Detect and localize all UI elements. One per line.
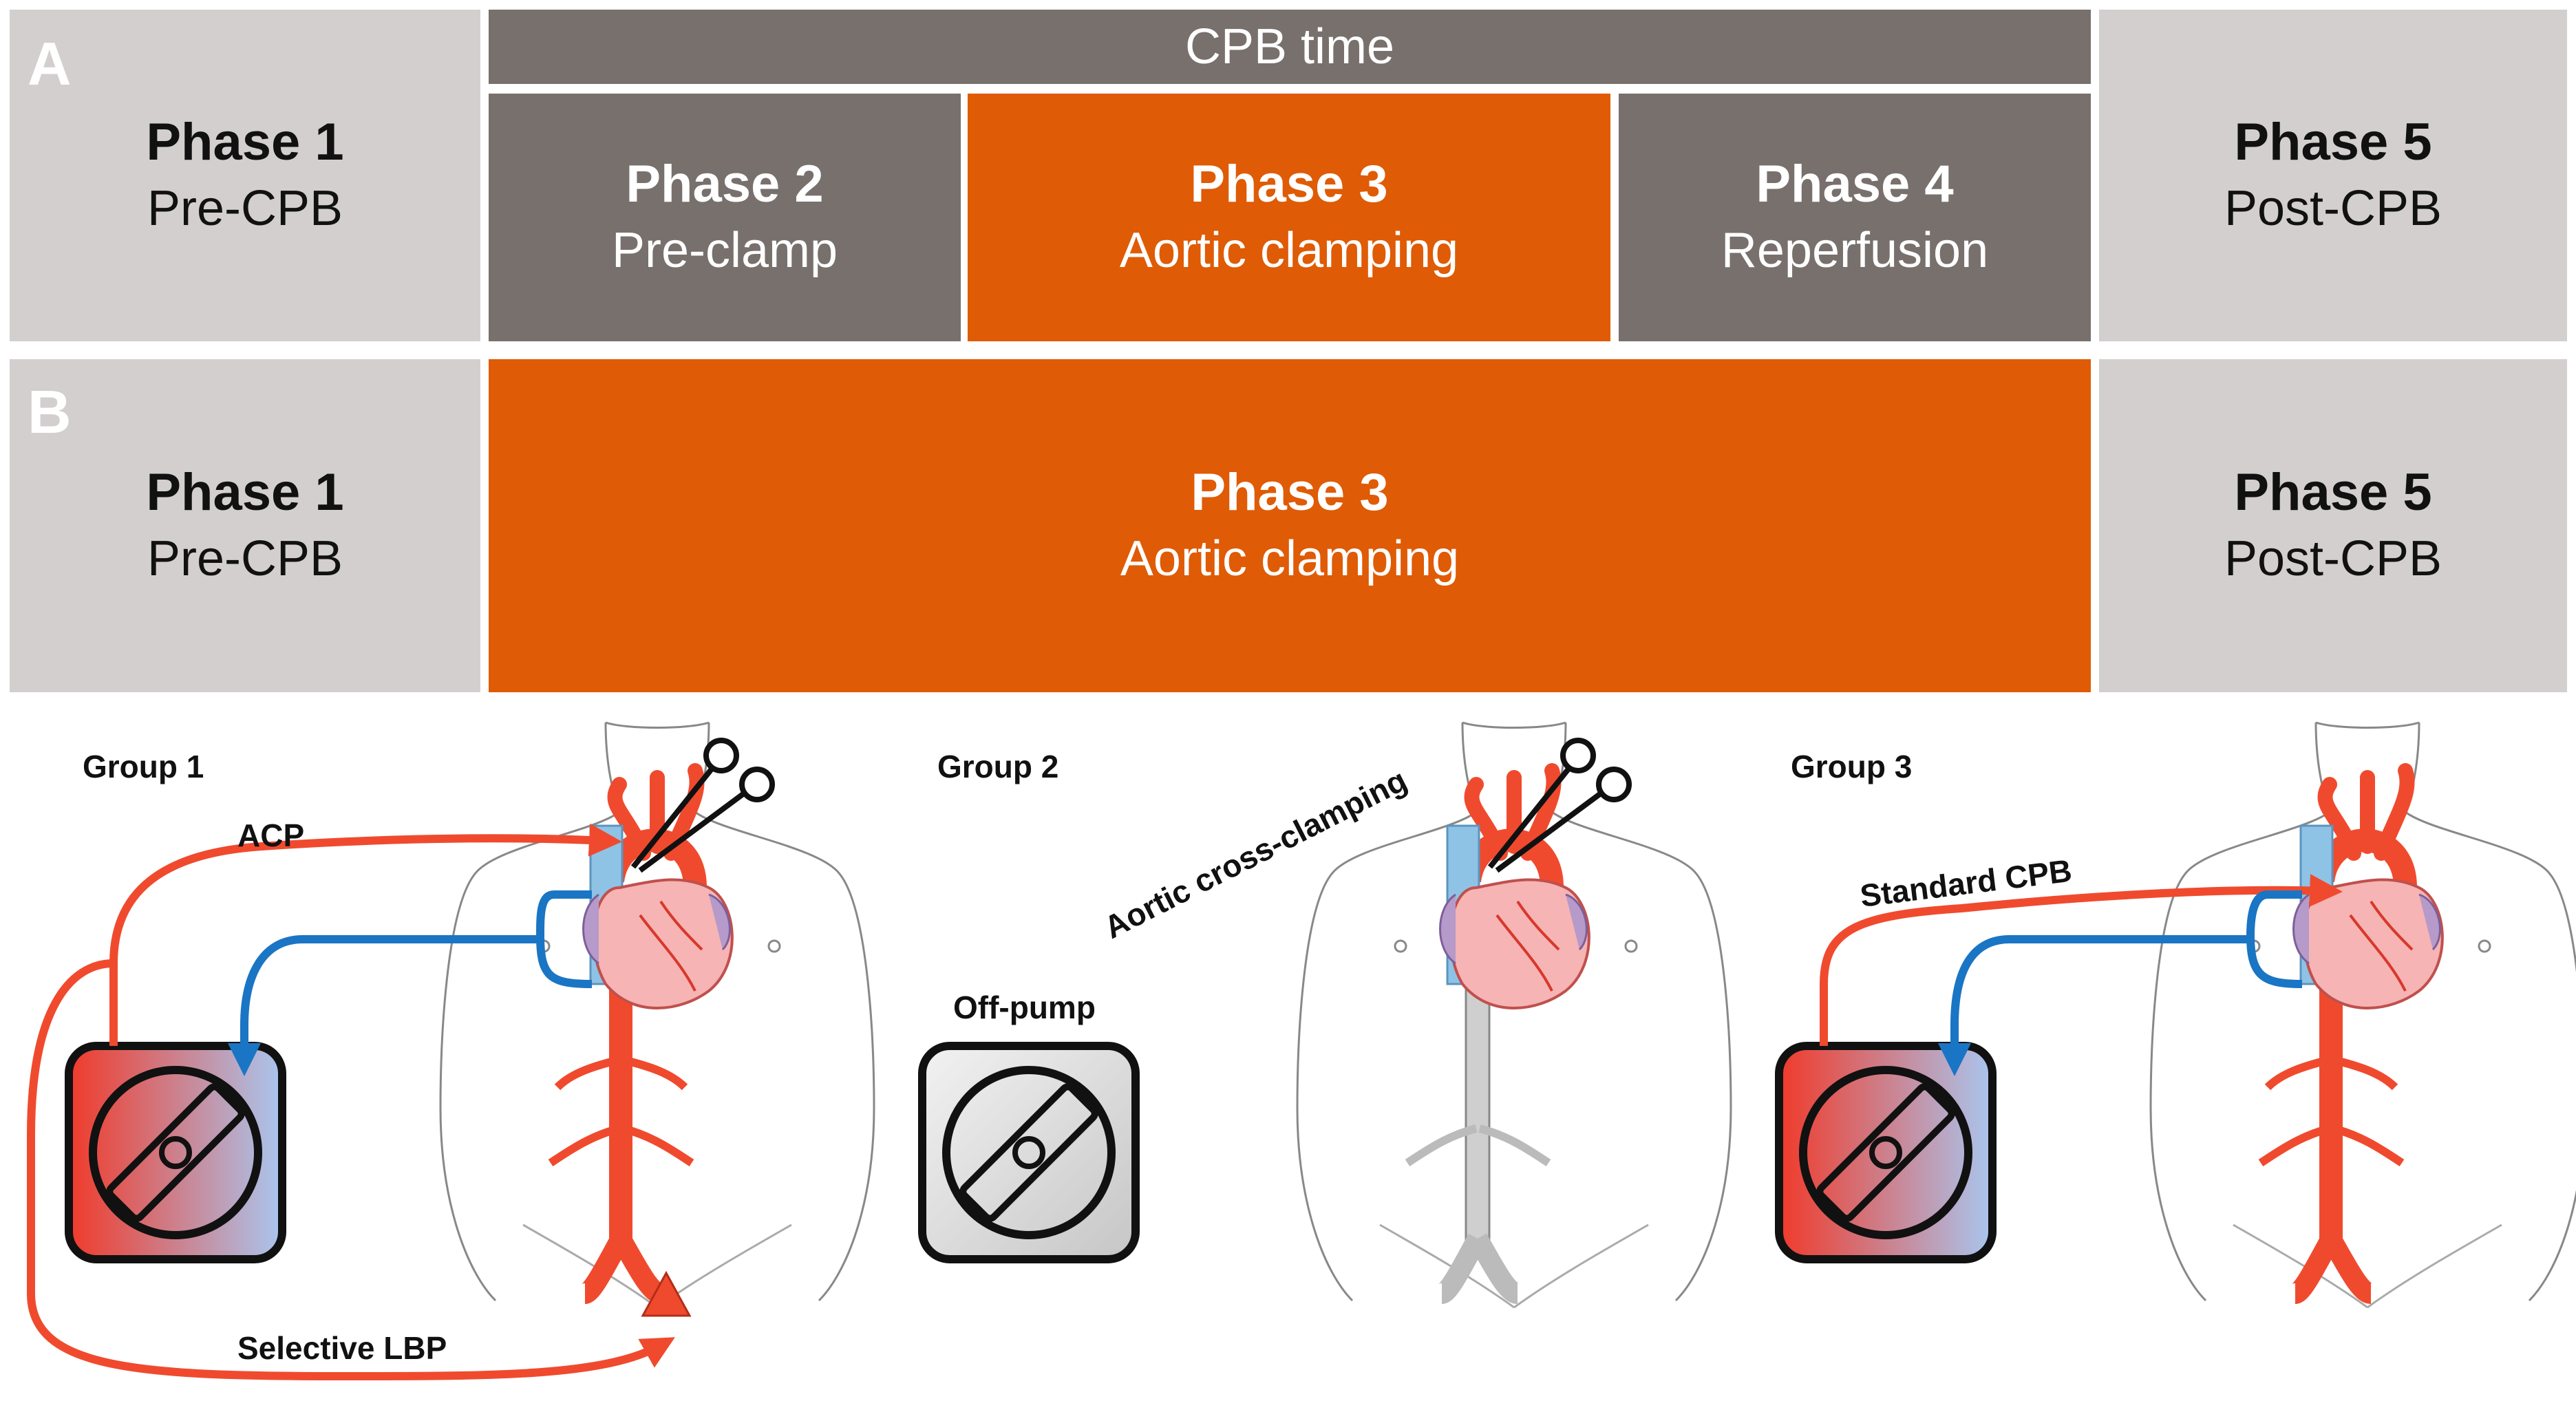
pump-box	[918, 1042, 1140, 1263]
phase-title: Phase 3	[1191, 463, 1389, 522]
group2-pump: Group 2 Off-pump Aortic cross-clamping	[918, 749, 1412, 1263]
phase-subtitle: Aortic clamping	[1120, 531, 1460, 586]
group1-illustration: Group 1 ACP Selective LBP	[27, 721, 875, 1381]
lbp-arrow	[27, 959, 675, 1381]
panel-b-letter: B	[28, 378, 72, 446]
acp-label: ACP	[237, 817, 304, 853]
phase-title: Phase 2	[626, 155, 824, 213]
panel-b-phase1: Phase 1 Pre-CPB	[10, 359, 480, 692]
phase-title: Phase 4	[1756, 155, 1954, 213]
panel-a-phase1: Phase 1 Pre-CPB	[10, 10, 480, 341]
phase-title: Phase 3	[1190, 155, 1388, 213]
phase-subtitle: Post-CPB	[2224, 531, 2442, 586]
phase-title: Phase 1	[146, 113, 344, 171]
venous-arrow	[244, 890, 593, 1060]
pump-box	[65, 1042, 286, 1263]
group1-label: Group 1	[83, 749, 204, 784]
pump-box	[1775, 1042, 1997, 1263]
cpb-arrow	[1820, 874, 2343, 1046]
phase-title: Phase 5	[2234, 113, 2432, 171]
cpb-time-bar: CPB time	[489, 10, 2091, 84]
phase-title: Phase 1	[146, 463, 344, 522]
offpump-label: Off-pump	[953, 990, 1096, 1025]
group3-label: Group 3	[1791, 749, 1912, 784]
acp-arrow	[109, 823, 622, 1046]
lbp-cannula-icon	[641, 1270, 692, 1317]
phase-title: Phase 5	[2234, 463, 2432, 522]
phase-subtitle: Pre-CPB	[147, 531, 343, 586]
phase-subtitle: Reperfusion	[1721, 223, 1989, 278]
phase-subtitle: Aortic clamping	[1119, 223, 1459, 278]
panel-a-phase3: Phase 3 Aortic clamping	[968, 94, 1610, 341]
panel-a-phase5: Phase 5 Post-CPB	[2099, 10, 2567, 341]
venous-arrow	[1955, 890, 2303, 1060]
aorta	[551, 771, 697, 1294]
phase-subtitle: Pre-CPB	[147, 181, 343, 236]
lbp-label: Selective LBP	[237, 1330, 447, 1366]
phase-subtitle: Pre-clamp	[611, 223, 838, 278]
group3-circuit: Group 3 Standard CPB	[1775, 749, 2343, 1263]
aorta	[1407, 771, 1554, 1294]
panel-a-letter: A	[28, 30, 72, 98]
phase-subtitle: Post-CPB	[2224, 181, 2442, 236]
panel-b-phase3: Phase 3 Aortic clamping	[489, 359, 2091, 692]
group3-illustration	[2149, 721, 2576, 1309]
group2-label: Group 2	[937, 749, 1058, 784]
aorta	[2261, 771, 2407, 1294]
panel-a-phase4: Phase 4 Reperfusion	[1619, 94, 2091, 341]
panel-a-phase2: Phase 2 Pre-clamp	[489, 94, 961, 341]
panel-b-phase5: Phase 5 Post-CPB	[2099, 359, 2567, 692]
cpb-time-label: CPB time	[1184, 19, 1395, 74]
